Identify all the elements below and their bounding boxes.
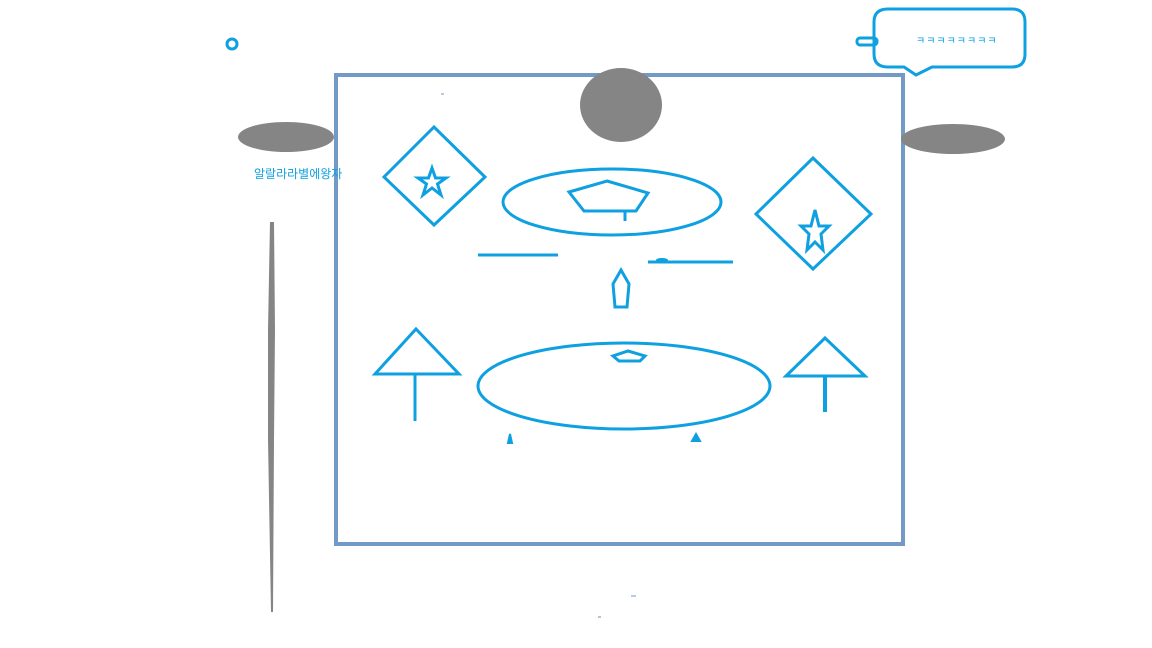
right-dash-knot bbox=[656, 258, 668, 262]
gray-head-circle bbox=[580, 68, 662, 142]
left-star-icon bbox=[413, 163, 451, 200]
lower-ellipse bbox=[476, 341, 772, 431]
left-diamond-shape bbox=[381, 124, 488, 228]
speech-bubble-text: ㅋㅋㅋㅋㅋㅋㅋㅋ bbox=[916, 36, 998, 47]
right-diamond-star bbox=[753, 155, 874, 272]
main-frame bbox=[334, 73, 905, 546]
gray-left-ellipse bbox=[238, 122, 334, 152]
right-umbrella-canopy bbox=[782, 335, 869, 378]
small-ring-shape bbox=[225, 37, 239, 51]
left-diamond-star bbox=[381, 124, 488, 228]
lower-ellipse-group bbox=[476, 341, 772, 431]
upper-ellipse bbox=[501, 167, 723, 237]
right-star-icon bbox=[797, 209, 833, 255]
right-diamond-shape bbox=[753, 155, 874, 272]
center-spear bbox=[611, 266, 631, 309]
left-foot-mark bbox=[506, 433, 514, 444]
left-umbrella bbox=[371, 326, 463, 421]
lower-pentagon bbox=[609, 349, 648, 363]
speech-bubble-tab bbox=[855, 36, 879, 47]
speech-bubble-outline bbox=[872, 7, 1027, 77]
right-foot-mark bbox=[690, 431, 702, 442]
side-label: 알랄라라별에왕자 bbox=[254, 167, 342, 181]
speech-bubble: ㅋㅋㅋㅋㅋㅋㅋㅋ bbox=[855, 7, 1027, 77]
gray-vertical-stick bbox=[268, 222, 275, 612]
left-umbrella-canopy bbox=[371, 326, 463, 376]
right-umbrella bbox=[782, 335, 869, 412]
upper-ellipse-group bbox=[501, 167, 723, 237]
gray-right-ellipse bbox=[901, 124, 1005, 154]
upper-pentagon bbox=[566, 179, 651, 213]
